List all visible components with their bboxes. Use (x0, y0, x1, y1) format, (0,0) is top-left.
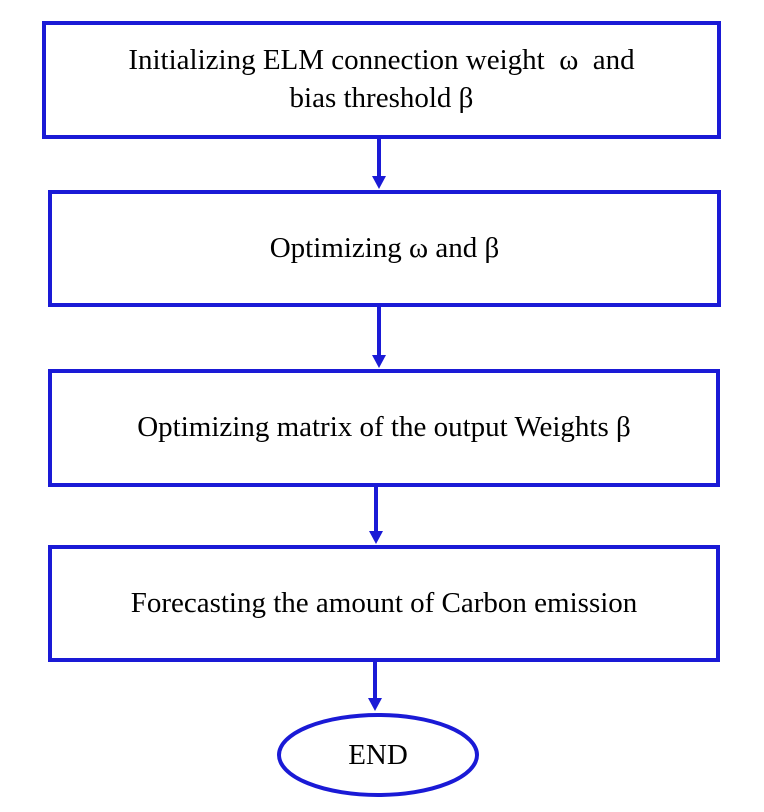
flow-step-initialize: Initializing ELM connection weight ω and… (42, 21, 721, 139)
arrow-step4-to-end (368, 662, 382, 711)
flow-step-initialize-line2: bias threshold β (289, 82, 474, 114)
flow-step-optimize-weights-label: Optimizing ω and β (269, 231, 500, 264)
flow-end-terminal: END (276, 712, 480, 798)
arrow-step3-to-step4 (369, 487, 383, 544)
flow-end-ellipse (277, 713, 479, 797)
flow-step-initialize-text: Initializing ELM connection weight ω and… (128, 42, 634, 117)
arrow-step1-to-step2 (372, 139, 386, 189)
flow-step-optimize-output-matrix: Optimizing matrix of the output Weights … (48, 369, 720, 487)
flow-end-label: END (348, 738, 408, 771)
flow-step-forecast: Forecasting the amount of Carbon emissio… (48, 545, 720, 662)
flow-step-optimize-output-matrix-label: Optimizing matrix of the output Weights … (137, 411, 631, 444)
arrow-step2-to-step3 (372, 307, 386, 368)
flow-step-initialize-line1: Initializing ELM connection weight ω and (128, 44, 635, 77)
flow-step-optimize-weights: Optimizing ω and β (48, 190, 721, 307)
flow-step-forecast-label: Forecasting the amount of Carbon emissio… (130, 586, 638, 619)
